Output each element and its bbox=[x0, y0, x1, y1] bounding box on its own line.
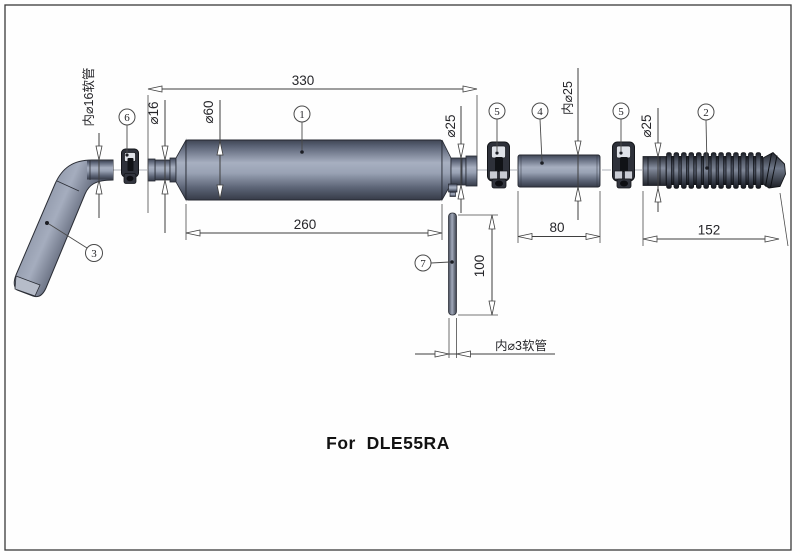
inlet-hose-note-label: 内⌀16软管 bbox=[81, 68, 96, 127]
dim-outlet-diameter: ⌀25 bbox=[443, 106, 465, 213]
dim-muffler-diameter: ⌀60 bbox=[201, 100, 224, 200]
outlet-ring bbox=[465, 155, 478, 187]
dim-d60-label: ⌀60 bbox=[201, 100, 216, 123]
clamp-small bbox=[121, 148, 139, 184]
inlet-ring bbox=[169, 157, 177, 183]
callout-5-left: 5 bbox=[488, 102, 506, 155]
callout-1: 1 bbox=[293, 105, 311, 154]
dim-flex-hose-diameter: ⌀25 bbox=[639, 108, 662, 212]
dim-muffler-body-length: 260 bbox=[185, 204, 443, 240]
pipe-end-opening bbox=[14, 275, 41, 297]
callout-7: 7 bbox=[414, 254, 454, 272]
callout-5-left-number: 5 bbox=[494, 106, 500, 118]
dim-80-label: 80 bbox=[549, 220, 564, 235]
model-note: For DLE55RA bbox=[326, 433, 450, 453]
dim-330-label: 330 bbox=[292, 73, 315, 88]
dim-d25-hose-label: ⌀25 bbox=[639, 114, 654, 137]
callout-2-number: 2 bbox=[703, 107, 709, 119]
dim-extension-tube-length: 80 bbox=[517, 191, 601, 243]
callout-4: 4 bbox=[531, 102, 549, 165]
drain-nipple bbox=[448, 183, 458, 193]
dim-drain-tube-length: 100 bbox=[458, 214, 498, 316]
dim-d16-label: ⌀16 bbox=[146, 101, 161, 124]
extension-tube bbox=[517, 154, 601, 188]
callout-5-right-number: 5 bbox=[618, 106, 624, 118]
bent-exhaust-pipe bbox=[13, 159, 114, 298]
outlet-stub bbox=[450, 157, 467, 186]
clamp-large-left bbox=[487, 141, 510, 189]
dim-260-label: 260 bbox=[294, 217, 317, 232]
muffler bbox=[147, 138, 478, 202]
hose-collar bbox=[642, 156, 667, 186]
drawing-frame bbox=[4, 4, 792, 551]
callout-3-number: 3 bbox=[91, 248, 97, 260]
clamp-large-right bbox=[612, 141, 635, 189]
callout-2: 2 bbox=[697, 103, 715, 170]
muffler-cylinder bbox=[185, 139, 443, 201]
inlet-stub bbox=[154, 159, 171, 181]
inlet-flange bbox=[147, 158, 156, 182]
dim-152-label: 152 bbox=[698, 223, 721, 238]
dim-flex-hose-length: 152 bbox=[642, 191, 789, 247]
dim-inner-d25-label: 内⌀25 bbox=[561, 81, 575, 115]
drain-tube bbox=[448, 212, 457, 316]
callout-4-number: 4 bbox=[537, 106, 543, 118]
callout-5-right: 5 bbox=[612, 102, 630, 155]
hose-ridges bbox=[666, 152, 762, 189]
dim-overall-length: 330 bbox=[147, 73, 478, 213]
dim-100-label: 100 bbox=[472, 255, 487, 278]
flex-hose bbox=[642, 151, 786, 189]
dim-inlet-diameter: ⌀16 bbox=[146, 100, 169, 233]
callout-6-number: 6 bbox=[124, 112, 130, 124]
callout-7-number: 7 bbox=[420, 258, 426, 270]
callout-6: 6 bbox=[118, 108, 136, 157]
pipe-inlet-sleeve bbox=[87, 160, 113, 180]
drain-hose-note-label: 内⌀3软管 bbox=[495, 338, 547, 353]
callout-1-number: 1 bbox=[299, 109, 305, 121]
dim-d25-outlet-label: ⌀25 bbox=[443, 114, 458, 137]
dim-extension-inner-diameter: 内⌀25 bbox=[561, 68, 582, 220]
dim-drain-hose-note: 内⌀3软管 bbox=[415, 318, 555, 358]
dim-inlet-hose-note: 内⌀16软管 bbox=[81, 68, 103, 218]
left-cone bbox=[175, 138, 187, 202]
callout-3: 3 bbox=[45, 221, 103, 262]
